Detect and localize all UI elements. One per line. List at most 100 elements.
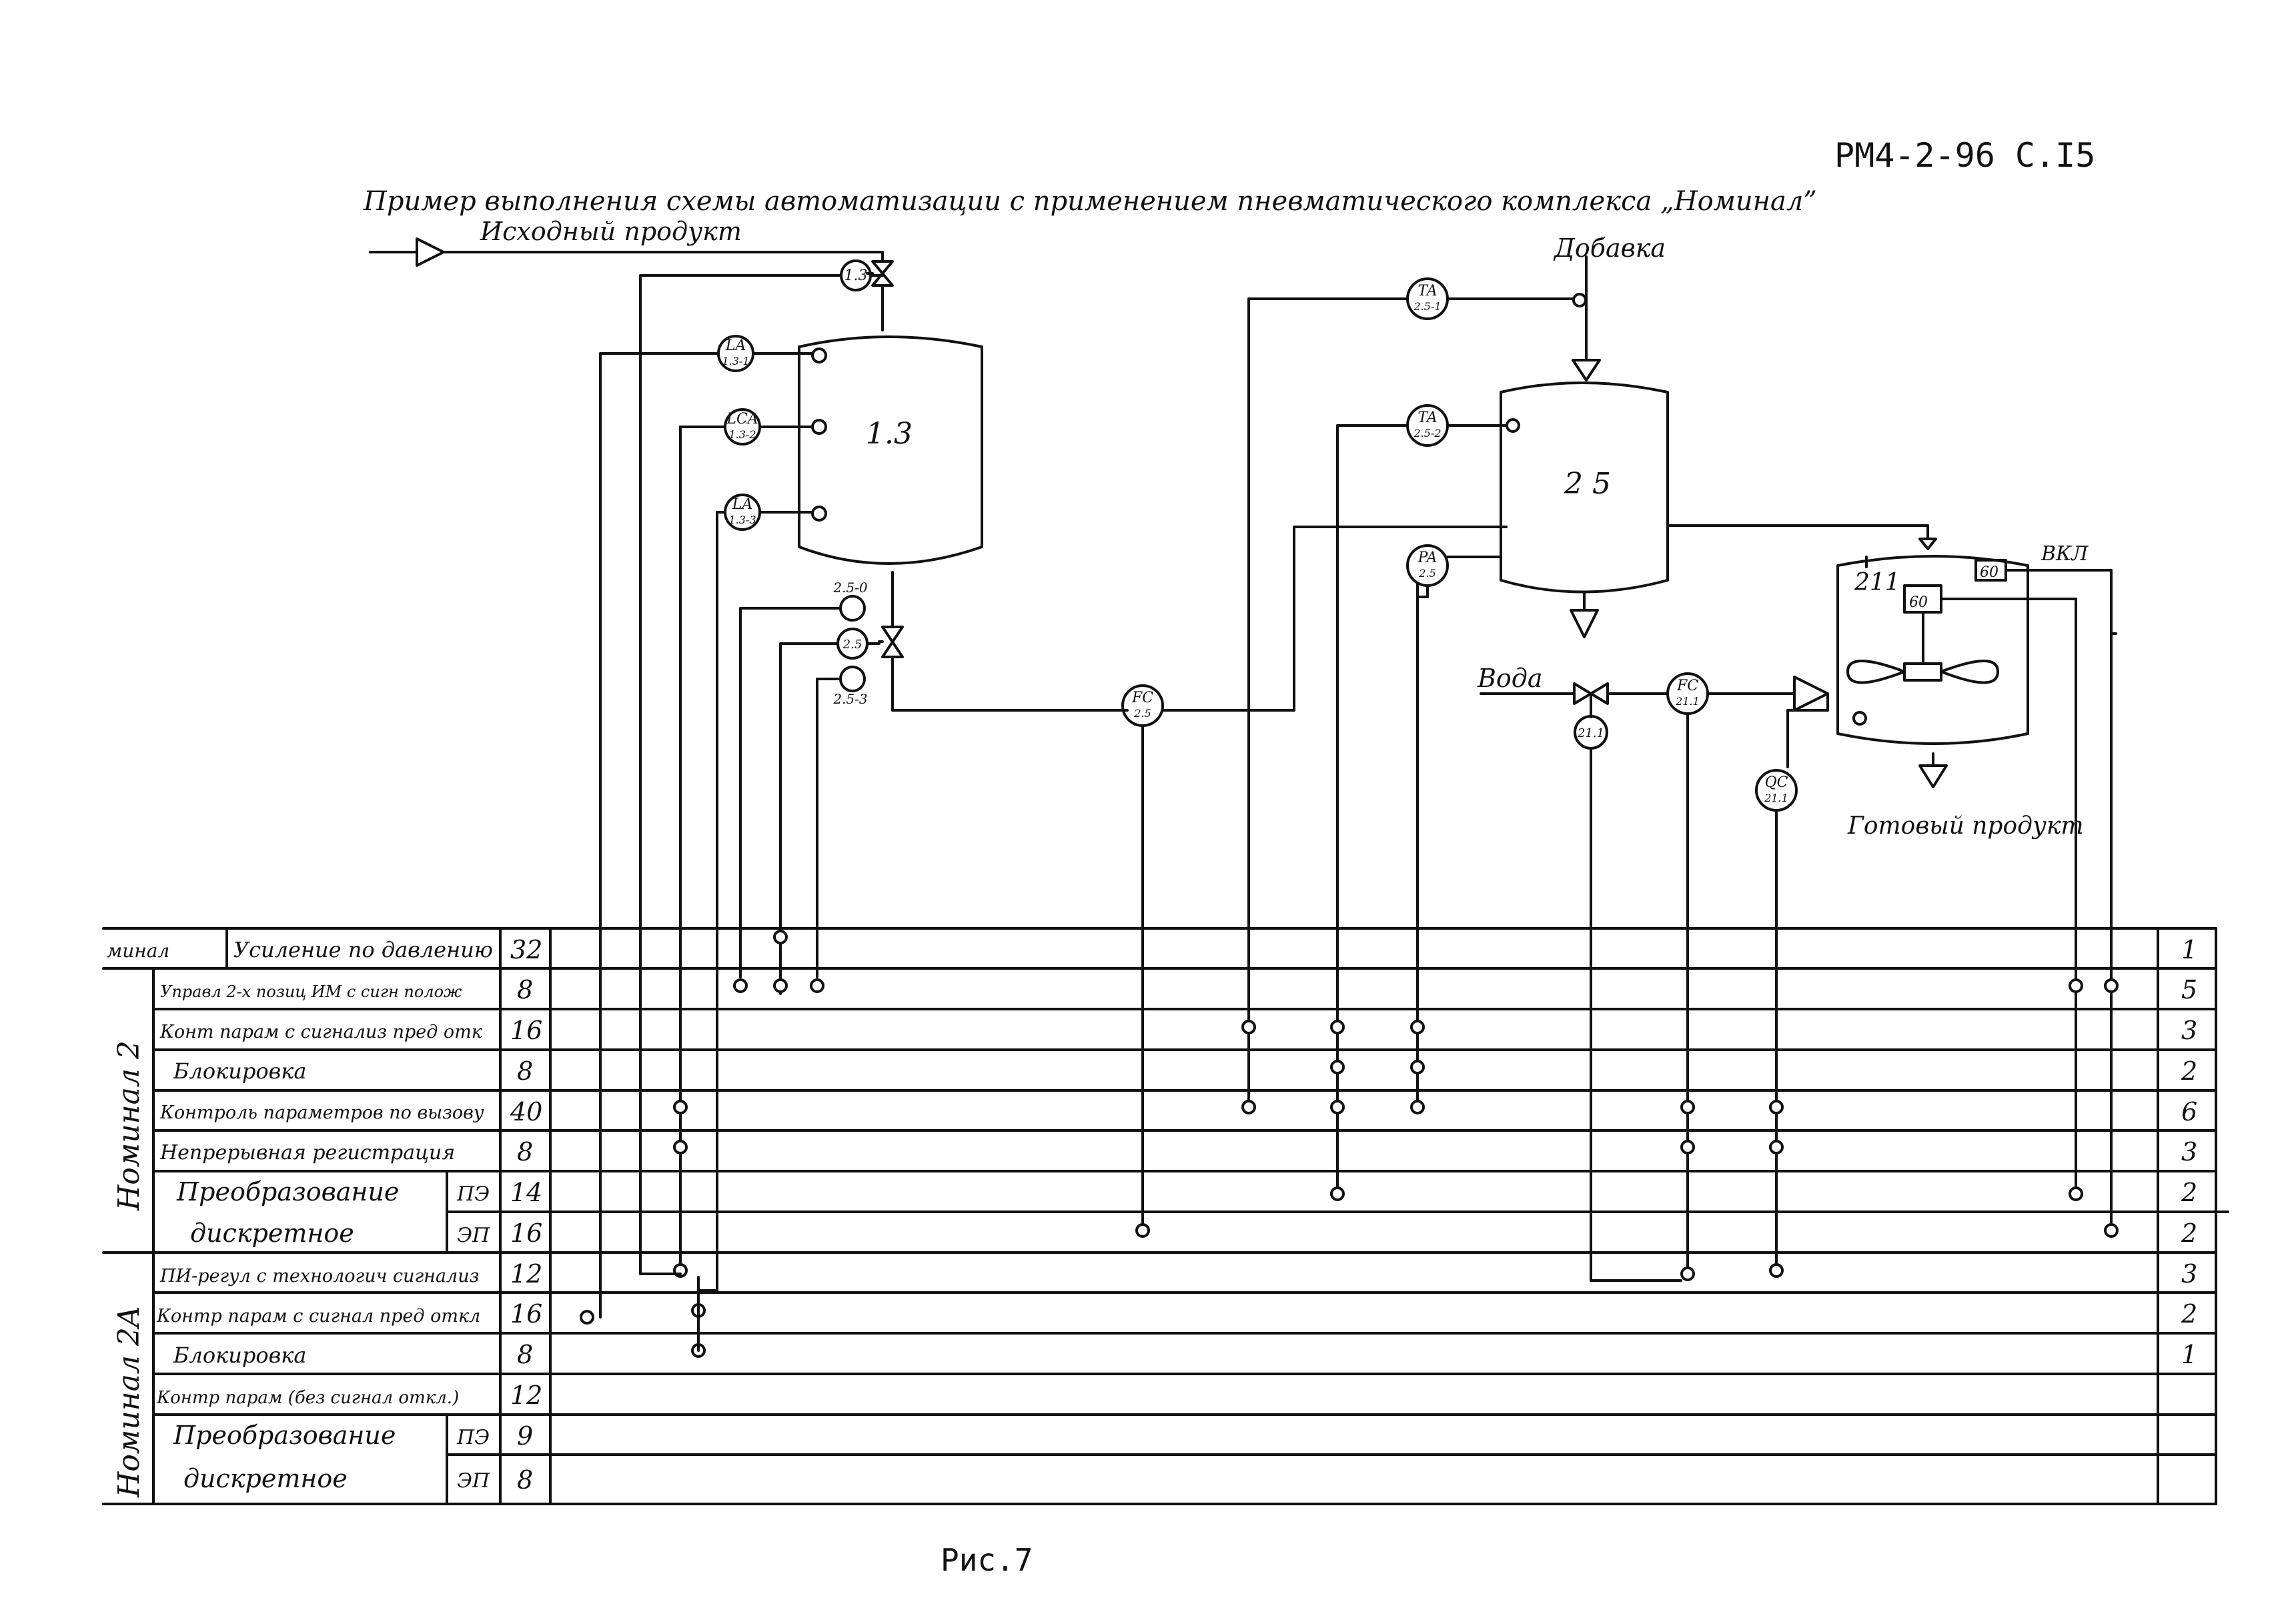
vessel-211-label: 211 (1854, 569, 1900, 596)
row-name: Контр парам с сигнал пред откл (156, 1306, 480, 1327)
row-right: 2 (2181, 1219, 2197, 1248)
row-right: 3 (2181, 1259, 2197, 1289)
row-name: Контр парам (без сигнал откл.) (156, 1388, 459, 1408)
mixer-inlet-arrow-icon (1793, 676, 1829, 712)
row-name: ПИ-регул с технологич сигнализ (159, 1266, 479, 1287)
on-label: ВКЛ (2041, 542, 2089, 566)
instrument-sub: 2.5 (1133, 707, 1151, 720)
figure-caption: Рис.7 (941, 1542, 1033, 1578)
vessel-2-5-label: 2 5 (1564, 467, 1611, 501)
instrument-tag: TA (1417, 410, 1437, 426)
instrument-sub: 1.3-3 (728, 514, 756, 526)
row-name: Преобразование (173, 1421, 396, 1450)
row-sub: ПЭ (456, 1426, 490, 1449)
instrument-tag: FC (1131, 690, 1153, 706)
row-count: 16 (510, 1299, 542, 1329)
instrument-sub: 2.5-1 (1413, 300, 1441, 313)
instrument-tag: PA (1417, 550, 1438, 566)
row-count: 12 (510, 1259, 542, 1289)
row-right: 1 (2181, 935, 2197, 964)
row-name: дискретное (183, 1464, 348, 1493)
row-count: 9 (517, 1421, 533, 1451)
finished-product-label: Готовый продукт (1847, 812, 2083, 840)
finished-product-arrow-icon (1918, 764, 1948, 788)
instrument-sub: 2.5-2 (1413, 427, 1441, 440)
signal-table (102, 927, 2229, 1505)
limit-switch-bubble (839, 595, 866, 622)
row-name: Конт парам с сигнализ пред отк (159, 1022, 483, 1042)
row-name: Блокировка (173, 1058, 306, 1084)
instrument-tag: FC (1676, 678, 1698, 694)
agitator-blade-icon (1940, 660, 1999, 684)
row-count: 40 (510, 1097, 542, 1126)
row-right: 5 (2181, 975, 2197, 1004)
motor-b-label: 60 (1980, 564, 1998, 581)
row-count: 16 (510, 1016, 542, 1045)
diagram-title: Пример выполнения схемы автоматизации с … (363, 186, 1817, 217)
valve-label-top: 2.5-0 (832, 580, 868, 596)
limit-switch-bubble (839, 666, 866, 692)
row-name: Непрерывная регистрация (159, 1141, 455, 1164)
instrument-sub: 1.3-1 (722, 355, 749, 367)
agitator-blade-icon (1846, 660, 1906, 684)
row-name: Контроль параметров по вызову (159, 1102, 484, 1123)
agitator-hub (1903, 662, 1942, 682)
row-name: Преобразование (176, 1177, 399, 1206)
group-label: Номинал 2A (112, 1306, 146, 1498)
valve-label-bottom: 2.5-3 (832, 691, 867, 707)
source-arrow-icon (416, 237, 445, 267)
group-label: Номинал 2 (112, 1040, 146, 1211)
doc-code: РМ4-2-96 С.I5 (1834, 136, 2095, 175)
row-count: 12 (510, 1381, 542, 1410)
row-count: 8 (517, 1340, 533, 1369)
instrument-tag: QC (1765, 774, 1788, 791)
inlet-valve-icon (871, 260, 894, 287)
water-label: Вода (1477, 664, 1543, 693)
top-group-label: минал (107, 940, 169, 962)
row-right: 6 (2181, 1097, 2197, 1126)
table-connection-dots (580, 930, 2119, 1358)
row-name: Управл 2-х позиц ИМ с сигн полож (160, 982, 462, 1001)
row-sub: ПЭ (456, 1182, 490, 1206)
vessel-2-5 (1500, 381, 1669, 594)
row-right: 2 (2181, 1178, 2197, 1207)
row-count: 8 (517, 975, 533, 1004)
instrument-tag: LA (725, 337, 746, 354)
vessel-1-3 (798, 335, 983, 565)
row-name: Блокировка (173, 1343, 306, 1368)
instrument-tag: LCA (726, 411, 758, 428)
row-sub: ЭП (457, 1469, 490, 1493)
product-out-arrow-icon (1570, 609, 1599, 638)
additive-arrow-icon (1572, 359, 1601, 381)
instrument-sub: 2.5 (1418, 567, 1436, 580)
outlet-valve-icon (881, 626, 904, 658)
row-right: 3 (2181, 1137, 2197, 1166)
instrument-tag: 1.3 (844, 267, 868, 284)
row-count: 8 (517, 1137, 533, 1166)
row-sub: ЭП (457, 1224, 490, 1247)
row-count: 8 (517, 1465, 533, 1495)
instrument-sub: 21.1 (1675, 695, 1700, 708)
row-name: дискретное (190, 1219, 354, 1248)
row-count: 8 (517, 1056, 533, 1086)
row-count: 14 (510, 1178, 542, 1207)
row-right: 3 (2181, 1016, 2197, 1045)
row-right: 2 (2181, 1056, 2197, 1086)
instrument-sub: 21.1 (1764, 792, 1788, 804)
row-right: 2 (2181, 1299, 2197, 1329)
vessel-1-3-label: 1.3 (866, 417, 913, 451)
additive-label: Добавка (1553, 233, 1666, 263)
motor-a-label: 60 (1909, 594, 1928, 611)
instrument-tag: 21.1 (1577, 726, 1604, 740)
row-name: Усиление по давлению (233, 937, 493, 962)
row-count: 16 (510, 1219, 542, 1248)
instrument-sub: 1.3-2 (728, 428, 756, 441)
instrument-tag: 2.5 (842, 638, 863, 652)
instrument-tag: TA (1417, 283, 1437, 299)
source-product-label: Исходный продукт (480, 217, 742, 246)
row-right: 1 (2181, 1340, 2197, 1369)
mixer-vessel-211 (1836, 555, 2029, 745)
row-count: 32 (510, 935, 542, 964)
instrument-tag: LA (732, 496, 753, 513)
